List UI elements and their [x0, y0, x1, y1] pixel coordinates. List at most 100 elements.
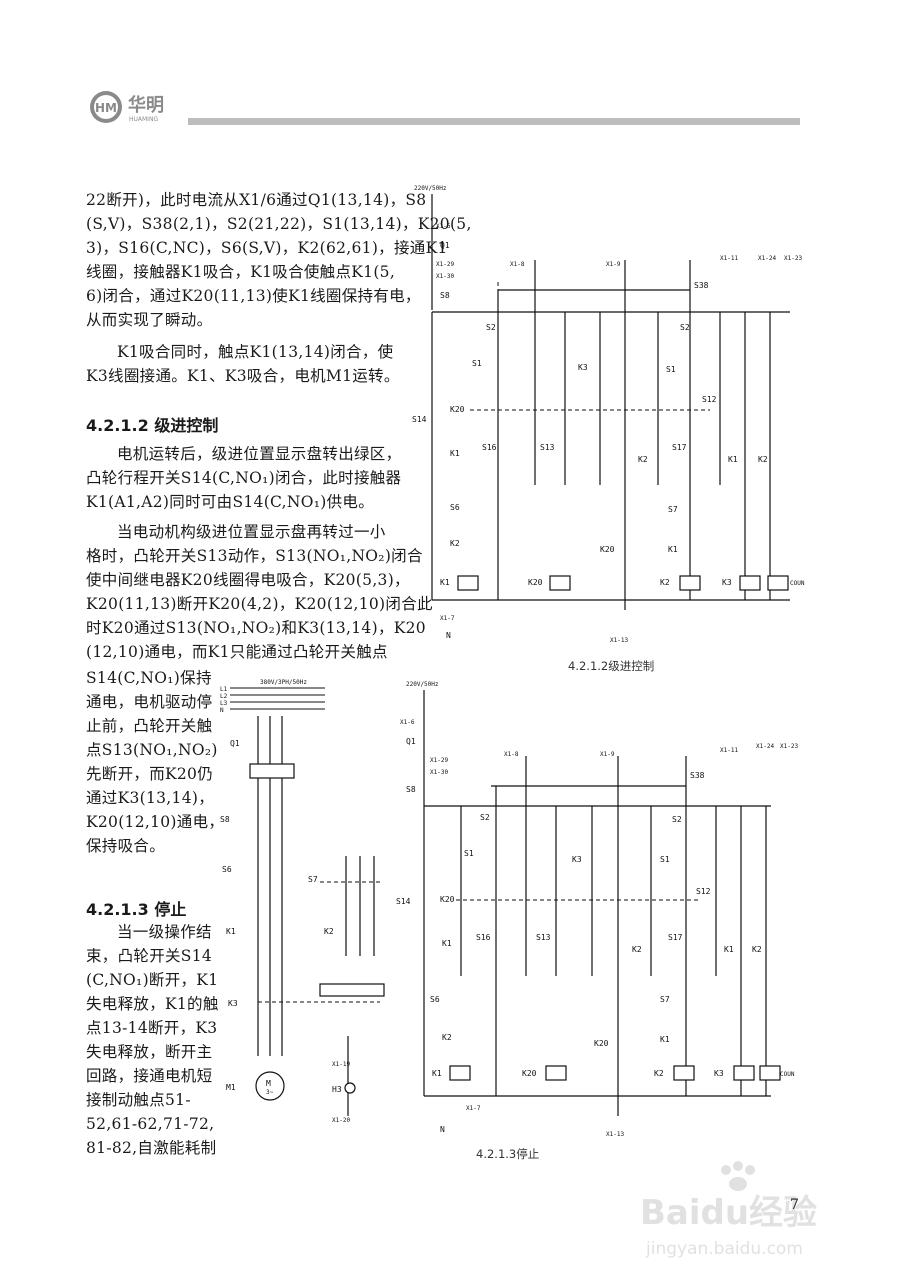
figure-caption-level-control: 4.2.1.2级进控制: [568, 659, 655, 673]
text-line: (12,10)通电，而K1只能通过凸轮开关触点: [86, 643, 388, 661]
header-rule: [188, 118, 800, 125]
svg-text:S6: S6: [450, 503, 460, 512]
text-line: 线圈，接触器K1吸合，K1吸合使触点K1(5,: [86, 263, 396, 281]
svg-text:H3: H3: [332, 1085, 342, 1094]
svg-text:K1: K1: [226, 927, 236, 936]
svg-text:K2: K2: [632, 945, 642, 954]
paragraph-3: 电机运转后，级进位置显示盘转出绿区， 凸轮行程开关S14(C,NO₁)闭合，此时…: [86, 442, 433, 664]
svg-text:N: N: [440, 1125, 445, 1134]
svg-text:K2: K2: [442, 1033, 452, 1042]
text-line: K1(A1,A2)同时可由S14(C,NO₁)供电。: [86, 493, 375, 511]
text-line: S14(C,NO₁)保持: [86, 669, 212, 687]
text-line: (S,V)，S38(2,1)，S2(21,22)，S1(13,14)，K20(5…: [86, 215, 472, 233]
text-line: 通过K3(13,14)，: [86, 789, 215, 807]
svg-text:S7: S7: [308, 875, 318, 884]
svg-text:K20: K20: [594, 1039, 609, 1048]
text-line: 通电，电机驱动停: [86, 693, 213, 711]
text-line: 时K20通过S13(NO₁,NO₂)和K3(13,14)，K20: [86, 619, 426, 637]
svg-text:X1-20: X1-20: [332, 1117, 350, 1124]
svg-text:S17: S17: [668, 933, 683, 942]
svg-text:K3: K3: [578, 363, 588, 372]
svg-text:S7: S7: [660, 995, 670, 1004]
schematic-stop: 220V/50Hz X1-6 Q1 X1-29 X1-30 S8 X1-8 X1…: [396, 676, 806, 1138]
page-number: 7: [790, 1197, 799, 1213]
svg-text:M: M: [266, 1079, 271, 1088]
text-line: 止前，凸轮开关触: [86, 717, 213, 735]
svg-text:X1-11: X1-11: [720, 747, 738, 754]
svg-text:S38: S38: [690, 771, 705, 780]
svg-text:3~: 3~: [266, 1089, 274, 1096]
svg-text:S2: S2: [680, 323, 690, 332]
svg-text:K2: K2: [324, 927, 334, 936]
baidu-watermark: Baidu经验 jingyan.baidu.com: [640, 1160, 850, 1260]
svg-text:X1-7: X1-7: [440, 615, 455, 622]
svg-text:M1: M1: [226, 1083, 236, 1092]
text-line: 3)，S16(C,NC)，S6(S,V)，K2(62,61)，接通K1: [86, 239, 448, 257]
svg-text:K20: K20: [450, 405, 465, 414]
paragraph-1: 22断开)，此时电流从X1/6通过Q1(13,14)，S8 (S,V)，S38(…: [86, 188, 472, 388]
svg-text:S38: S38: [694, 281, 709, 290]
svg-text:S1: S1: [666, 365, 676, 374]
text-line: K3线圈接通。K1、K3吸合，电机M1运转。: [86, 367, 400, 385]
text-line: (C,NO₁)断开，K1: [86, 971, 219, 989]
schematic-level-control: 220V/50Hz X1-6 Q1 X1-29 X1-30 S8 X1-8 X1…: [410, 180, 810, 650]
svg-text:S12: S12: [702, 395, 717, 404]
text-line: 22断开)，此时电流从X1/6通过Q1(13,14)，S8: [86, 191, 427, 209]
section-heading-4-2-1-2: 4.2.1.2 级进控制: [86, 416, 219, 435]
svg-text:X1-29: X1-29: [430, 757, 448, 764]
section-heading-4-2-1-3: 4.2.1.3 停止: [86, 900, 187, 919]
svg-text:X1-7: X1-7: [466, 1105, 481, 1112]
svg-text:K1: K1: [724, 945, 734, 954]
svg-text:X1-8: X1-8: [504, 751, 519, 758]
svg-text:L1: L1: [220, 686, 228, 693]
svg-text:K2: K2: [660, 578, 670, 587]
text-line: 点S13(NO₁,NO₂): [86, 741, 218, 759]
svg-text:L3: L3: [220, 700, 228, 707]
text-line: 格时，凸轮开关S13动作，S13(NO₁,NO₂)闭合: [86, 547, 423, 565]
svg-text:S16: S16: [476, 933, 491, 942]
svg-text:K1: K1: [450, 449, 460, 458]
text-line: 从而实现了瞬动。: [86, 311, 213, 329]
logo-sub: HUAMING: [129, 116, 158, 123]
header-logo: HM 华明 HUAMING: [88, 88, 180, 126]
svg-text:L2: L2: [220, 693, 228, 700]
svg-text:K2: K2: [752, 945, 762, 954]
svg-text:S6: S6: [222, 865, 232, 874]
svg-text:S16: S16: [482, 443, 497, 452]
svg-text:S13: S13: [536, 933, 551, 942]
figure-caption-stop: 4.2.1.3停止: [476, 1147, 540, 1161]
text-line: 失电释放，K1的触: [86, 995, 219, 1013]
paw-icon: [721, 1165, 731, 1175]
text-line: 回路，接通电机短: [86, 1067, 213, 1085]
text-line: 6)闭合，通过K20(11,13)使K1线圈保持有电，: [86, 287, 421, 305]
svg-text:K20: K20: [522, 1069, 537, 1078]
svg-text:X1-19: X1-19: [332, 1061, 350, 1068]
text-line: 52,61-62,71-72,: [86, 1115, 215, 1133]
paragraph-4b: S14(C,NO₁)保持 通电，电机驱动停 止前，凸轮开关触 点S13(NO₁,…: [86, 666, 224, 858]
svg-text:Q1: Q1: [406, 737, 416, 746]
text-line: 81-82,自激能耗制: [86, 1139, 217, 1157]
svg-text:S1: S1: [464, 849, 474, 858]
text-line: 先断开，而K20仍: [86, 765, 214, 783]
logo-text: 华明: [128, 94, 164, 116]
text-line: 使中间继电器K20线圈得电吸合，K20(5,3)，: [86, 571, 410, 589]
text-line: 接制动触点51-: [86, 1091, 191, 1109]
svg-text:K3: K3: [722, 578, 732, 587]
svg-text:X1-24: X1-24: [758, 255, 776, 262]
supply-label: 220V/50Hz: [414, 185, 447, 192]
watermark-brand: Baidu经验: [640, 1193, 817, 1233]
svg-text:X1-13: X1-13: [610, 637, 628, 644]
text-line: 束，凸轮开关S14: [86, 947, 213, 965]
text-line: K1吸合同时，触点K1(13,14)闭合，使: [117, 343, 394, 361]
svg-text:S17: S17: [672, 443, 687, 452]
svg-text:X1-24: X1-24: [756, 743, 774, 750]
text-line: K20(11,13)断开K20(4,2)，K20(12,10)闭合此: [86, 595, 433, 613]
svg-text:K2: K2: [654, 1069, 664, 1078]
svg-text:K3: K3: [228, 999, 238, 1008]
text-line: 当电动机构级进位置显示盘再转过一小: [117, 523, 386, 541]
svg-text:X1-6: X1-6: [400, 719, 415, 726]
svg-text:K3: K3: [714, 1069, 724, 1078]
paragraph-5: 当一级操作结 束，凸轮开关S14 (C,NO₁)断开，K1 失电释放，K1的触 …: [86, 920, 219, 1160]
svg-text:K20: K20: [600, 545, 615, 554]
svg-text:S8: S8: [220, 815, 230, 824]
